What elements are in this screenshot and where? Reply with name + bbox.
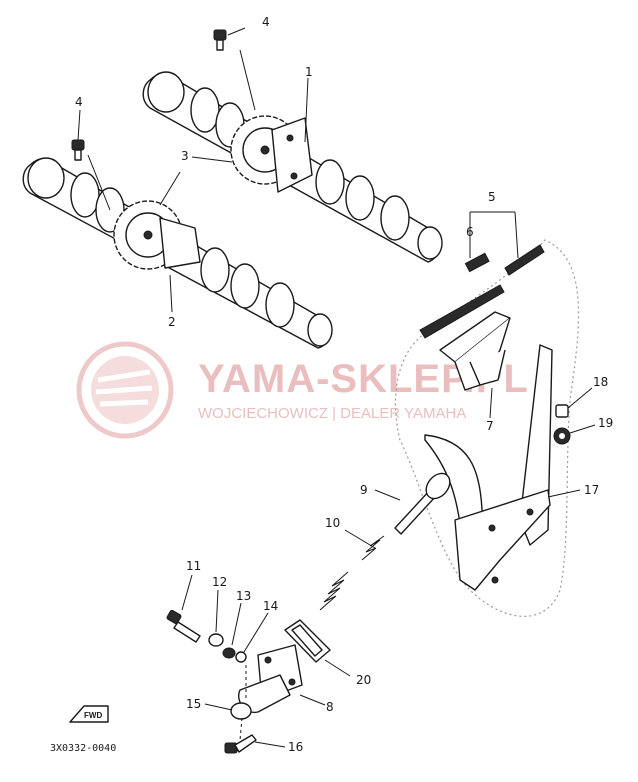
callout-4-upper: 4	[262, 15, 270, 29]
fwd-label: FWD	[84, 711, 102, 720]
callout-5: 5	[488, 190, 496, 204]
plug-15	[230, 702, 252, 720]
sprocket-bolt-lower	[71, 139, 85, 161]
callout-19: 19	[598, 416, 613, 430]
lower-cam-sprocket	[113, 200, 183, 270]
callout-3: 3	[181, 149, 189, 163]
gasket-20	[284, 619, 331, 663]
tensioner-spring	[319, 535, 385, 611]
callout-15: 15	[186, 697, 201, 711]
callout-labels: 1 2 3 4 4 5 6 7 8 9 10 11 12 13 14 15 16…	[75, 15, 613, 754]
chain-guide-assembly	[424, 344, 553, 591]
callout-6: 6	[466, 225, 474, 239]
bolt-16	[224, 734, 257, 754]
watermark-logo-icon	[76, 341, 174, 439]
diagram-code: 3X0332-0040	[50, 743, 116, 754]
oring-14	[235, 651, 247, 663]
cam-chain-path	[394, 239, 580, 617]
lower-camshaft	[22, 157, 333, 349]
callout-10: 10	[325, 516, 340, 530]
washer-19	[553, 427, 571, 445]
guide-bolt-18	[555, 404, 569, 418]
bolt-11	[166, 609, 201, 643]
fwd-arrow-icon: FWD	[69, 705, 109, 723]
sprocket-bolt-upper	[213, 29, 227, 51]
washer-12	[208, 633, 224, 647]
upper-camshaft	[142, 71, 443, 263]
callout-8: 8	[326, 700, 334, 714]
callout-1: 1	[305, 65, 313, 79]
callout-9: 9	[360, 483, 368, 497]
tensioner-body	[238, 644, 303, 714]
callout-2: 2	[168, 315, 176, 329]
cam-chain	[419, 244, 545, 339]
callout-14: 14	[263, 599, 278, 613]
callout-16: 16	[288, 740, 303, 754]
callout-11: 11	[186, 559, 201, 573]
callout-12: 12	[212, 575, 227, 589]
callout-7: 7	[486, 419, 494, 433]
callout-18: 18	[593, 375, 608, 389]
watermark-subtitle: WOJCIECHOWICZ | DEALER YAMAHA	[198, 405, 466, 422]
leader-lines	[77, 27, 596, 748]
callout-20: 20	[356, 673, 371, 687]
callout-13: 13	[236, 589, 251, 603]
chain-guide-top	[439, 311, 511, 391]
callout-4-lower: 4	[75, 95, 83, 109]
tensioner-rod	[394, 472, 451, 535]
callout-17: 17	[584, 483, 599, 497]
washer-13	[222, 647, 236, 659]
